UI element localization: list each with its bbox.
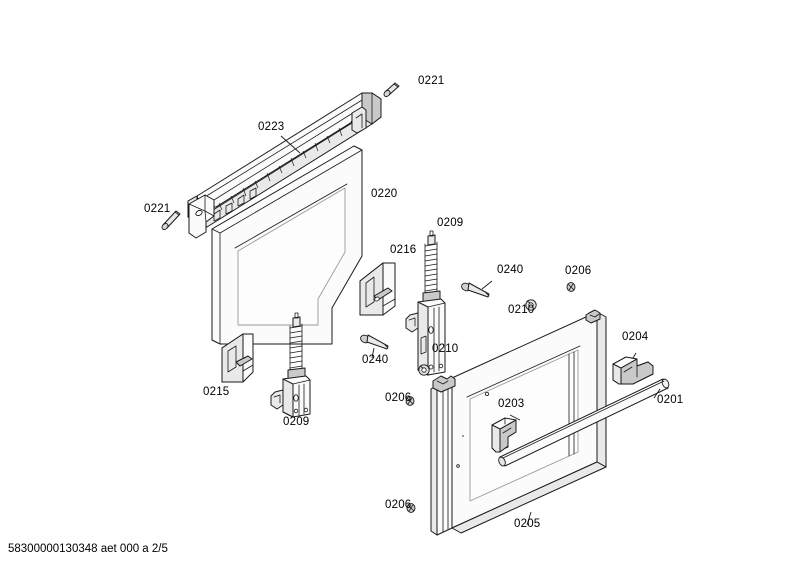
label-0209-left: 0209 [283,416,309,428]
label-0206-mid: 0206 [385,392,411,404]
label-0201: 0201 [657,394,683,406]
part-0205-outer-door-panel [430,309,607,536]
part-0221-pin-left [161,210,181,230]
part-0203-handle-mount-left [491,417,517,453]
label-0209-right: 0209 [437,217,463,229]
part-0204-handle-mount-right [612,356,654,385]
label-0210-upper: 0210 [508,304,534,316]
part-0206-clip-lower-left [406,503,416,513]
part-0223-trim-bar [187,92,382,239]
label-0205: 0205 [514,518,540,530]
part-0221-pin-upper [383,82,400,97]
footer-document-code: 58300000130348 aet 000 a 2/5 [8,543,168,555]
part-0206-clip-upper-right [566,282,576,292]
part-0210-washer-lower [418,364,430,376]
label-0221-left: 0221 [144,203,170,215]
label-0204: 0204 [622,331,649,343]
label-0206-upper: 0206 [565,265,591,277]
part-0216-bracket-right [359,262,396,316]
label-0203: 0203 [498,398,524,410]
part-0201-handle-bar [498,378,670,467]
part-0240-screw-upper [461,280,493,298]
label-0223: 0223 [258,121,284,133]
part-0210-washer-upper [525,299,537,311]
label-0215: 0215 [203,386,229,398]
part-0220-inner-glass-panel [211,145,363,345]
part-0215-bracket-left [221,333,254,383]
part-0206-clip-mid-left [405,396,415,406]
label-0240-upper: 0240 [497,264,523,276]
label-0216: 0216 [390,244,416,256]
label-0240-lower: 0240 [362,354,388,366]
leader-lines [509,352,661,526]
label-0206-lower: 0206 [385,499,411,511]
part-number-labels: 0221 0223 0221 0220 0216 0209 0240 0206 … [144,75,683,530]
label-0220: 0220 [371,188,397,200]
part-0209-hinge-spring-left [270,312,311,418]
label-0221-upper: 0221 [418,75,444,87]
part-0240-screw-lower [360,334,389,359]
label-0210-lower: 0210 [432,343,458,355]
part-0209-hinge-spring-right [405,230,446,376]
